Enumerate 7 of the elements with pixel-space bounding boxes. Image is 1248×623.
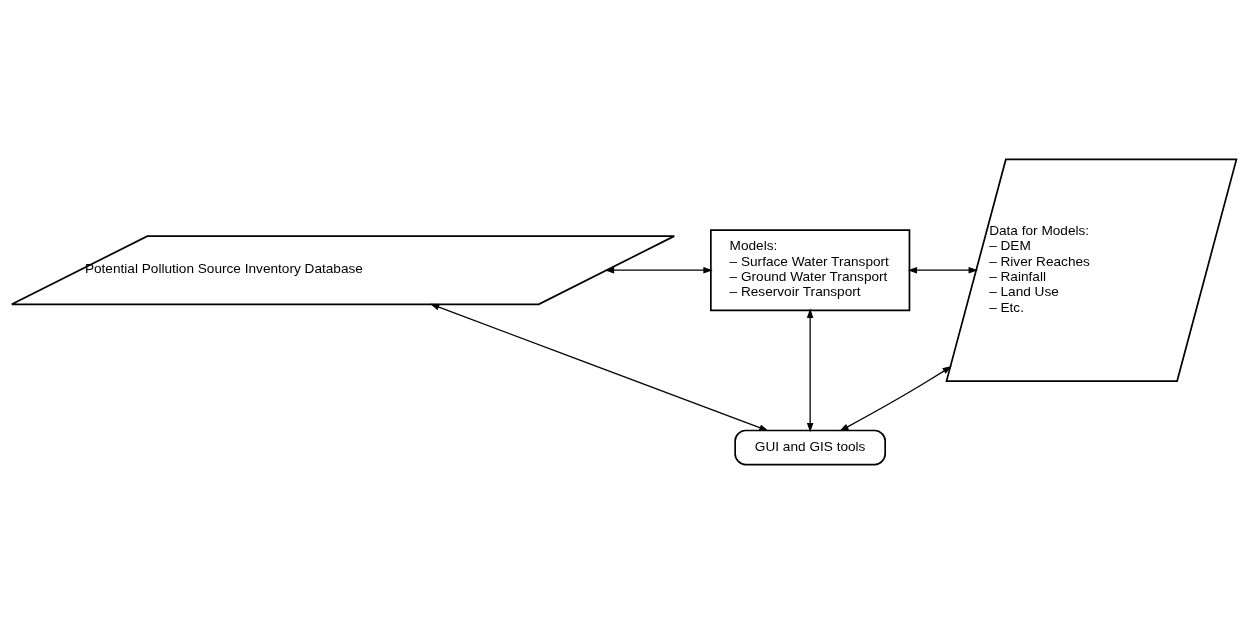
node-box: GUI and GIS tools [734,429,886,465]
arrow [604,266,713,274]
node-box: Models: – Surface Water Transport – Ground Water Transport – Reservoir Transport [710,228,911,311]
arrow [907,266,978,274]
arrow [839,365,952,431]
arrow [429,303,769,431]
arrow [806,308,814,432]
